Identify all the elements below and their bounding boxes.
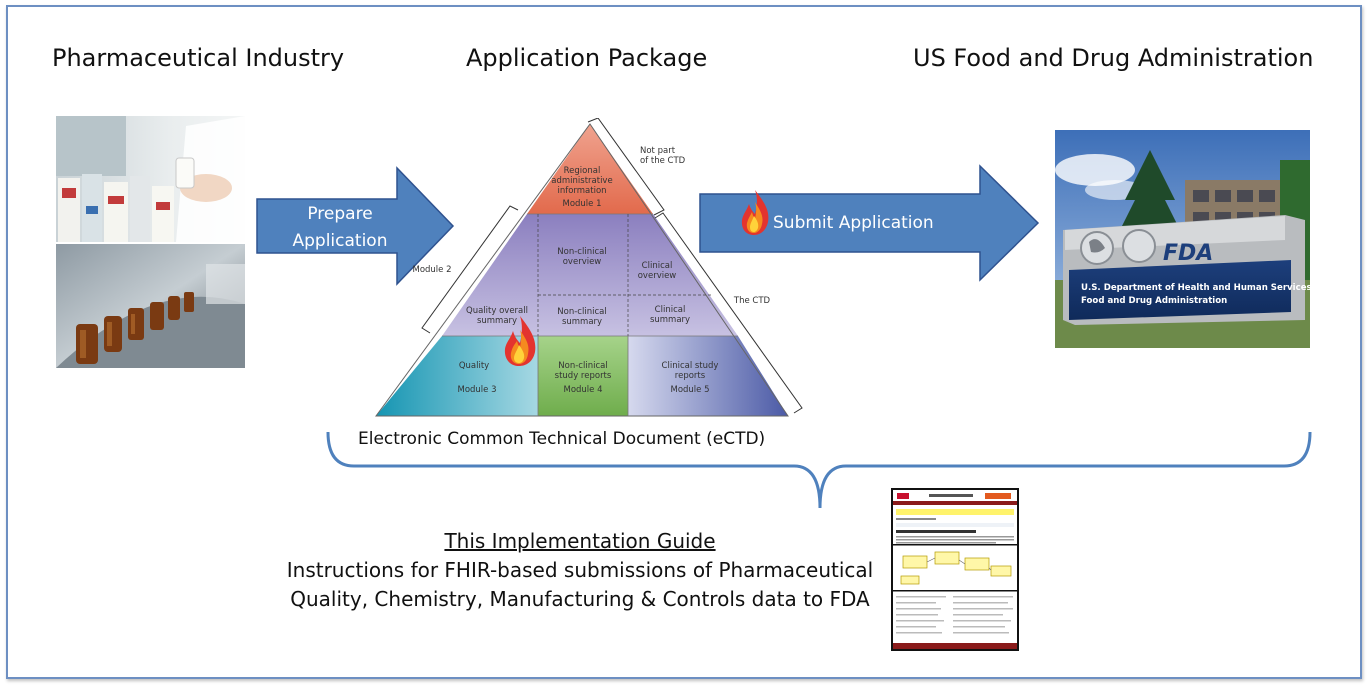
submit-application-label: Submit Application <box>773 213 934 233</box>
prepare-application-arrow <box>256 166 455 286</box>
clinical-summary-1: Clinical <box>655 305 686 315</box>
module-5-region <box>628 336 788 416</box>
prepare-application-label: Prepare Application <box>292 204 388 252</box>
module-1-text-2: administrative <box>551 176 612 186</box>
fda-building-photo: FDA U.S. Department of Health and Human … <box>1055 130 1310 348</box>
fda-sign-line-1: U.S. Department of Health and Human Serv… <box>1081 283 1310 293</box>
module-1-text-1: Regional <box>564 166 601 176</box>
implementation-guide-text: This Implementation Guide Instructions f… <box>283 527 877 614</box>
fda-sign-line-2: Food and Drug Administration <box>1081 296 1227 306</box>
quality-overall-2: summary <box>477 316 517 326</box>
nonclinical-reports-1: Non-clinical <box>558 361 607 371</box>
ectd-pyramid: Not part of the CTD Module 2 The CTD Reg… <box>375 118 803 417</box>
module-3-label: Module 3 <box>457 385 496 395</box>
module-2-region <box>442 214 738 336</box>
module-1-text-3: information <box>557 186 606 196</box>
module-3-region <box>376 336 538 416</box>
clinical-overview-2: overview <box>638 271 677 281</box>
quality-overall-1: Quality overall <box>466 306 528 316</box>
ectd-brace <box>326 431 1312 509</box>
guide-title: This Implementation Guide <box>444 529 716 553</box>
module-1-label: Module 1 <box>562 199 601 209</box>
clinical-summary-2: summary <box>650 315 690 325</box>
module-5-label: Module 5 <box>670 385 709 395</box>
ectd-caption: Electronic Common Technical Document (eC… <box>358 429 766 449</box>
medicine-bottles-photo <box>56 244 245 368</box>
not-part-label-1: Not part <box>640 146 676 156</box>
nonclinical-summary-2: summary <box>562 317 602 327</box>
nonclinical-summary-1: Non-clinical <box>557 307 606 317</box>
heading-application-package: Application Package <box>466 44 708 72</box>
submit-application-arrow <box>699 164 1040 282</box>
guide-line-1: Instructions for FHIR-based submissions … <box>286 558 874 582</box>
flame-icon <box>741 190 769 235</box>
the-ctd-label: The CTD <box>733 296 771 306</box>
nonclinical-overview-1: Non-clinical <box>557 247 606 257</box>
nonclinical-overview-2: overview <box>563 257 602 267</box>
guide-line-2: Quality, Chemistry, Manufacturing & Cont… <box>290 587 870 611</box>
clinical-reports-1: Clinical study <box>662 361 719 371</box>
implementation-guide-thumbnail[interactable] <box>891 488 1019 651</box>
flame-icon <box>504 316 536 366</box>
clinical-overview-1: Clinical <box>642 261 673 271</box>
heading-pharmaceutical-industry: Pharmaceutical Industry <box>52 44 345 72</box>
module-4-label: Module 4 <box>563 385 602 395</box>
clinical-reports-2: reports <box>675 371 706 381</box>
heading-fda: US Food and Drug Administration <box>913 44 1314 72</box>
fda-logo-text: FDA <box>1163 241 1213 266</box>
pharmacy-shelf-photo <box>56 116 245 242</box>
module-1-region <box>527 124 653 214</box>
diagram-frame <box>6 5 1362 679</box>
not-part-label-2: of the CTD <box>640 156 686 166</box>
module-4-region <box>538 336 628 416</box>
quality-label: Quality <box>459 361 489 371</box>
module-2-bracket-label: Module 2 <box>412 265 451 275</box>
nonclinical-reports-2: study reports <box>555 371 612 381</box>
